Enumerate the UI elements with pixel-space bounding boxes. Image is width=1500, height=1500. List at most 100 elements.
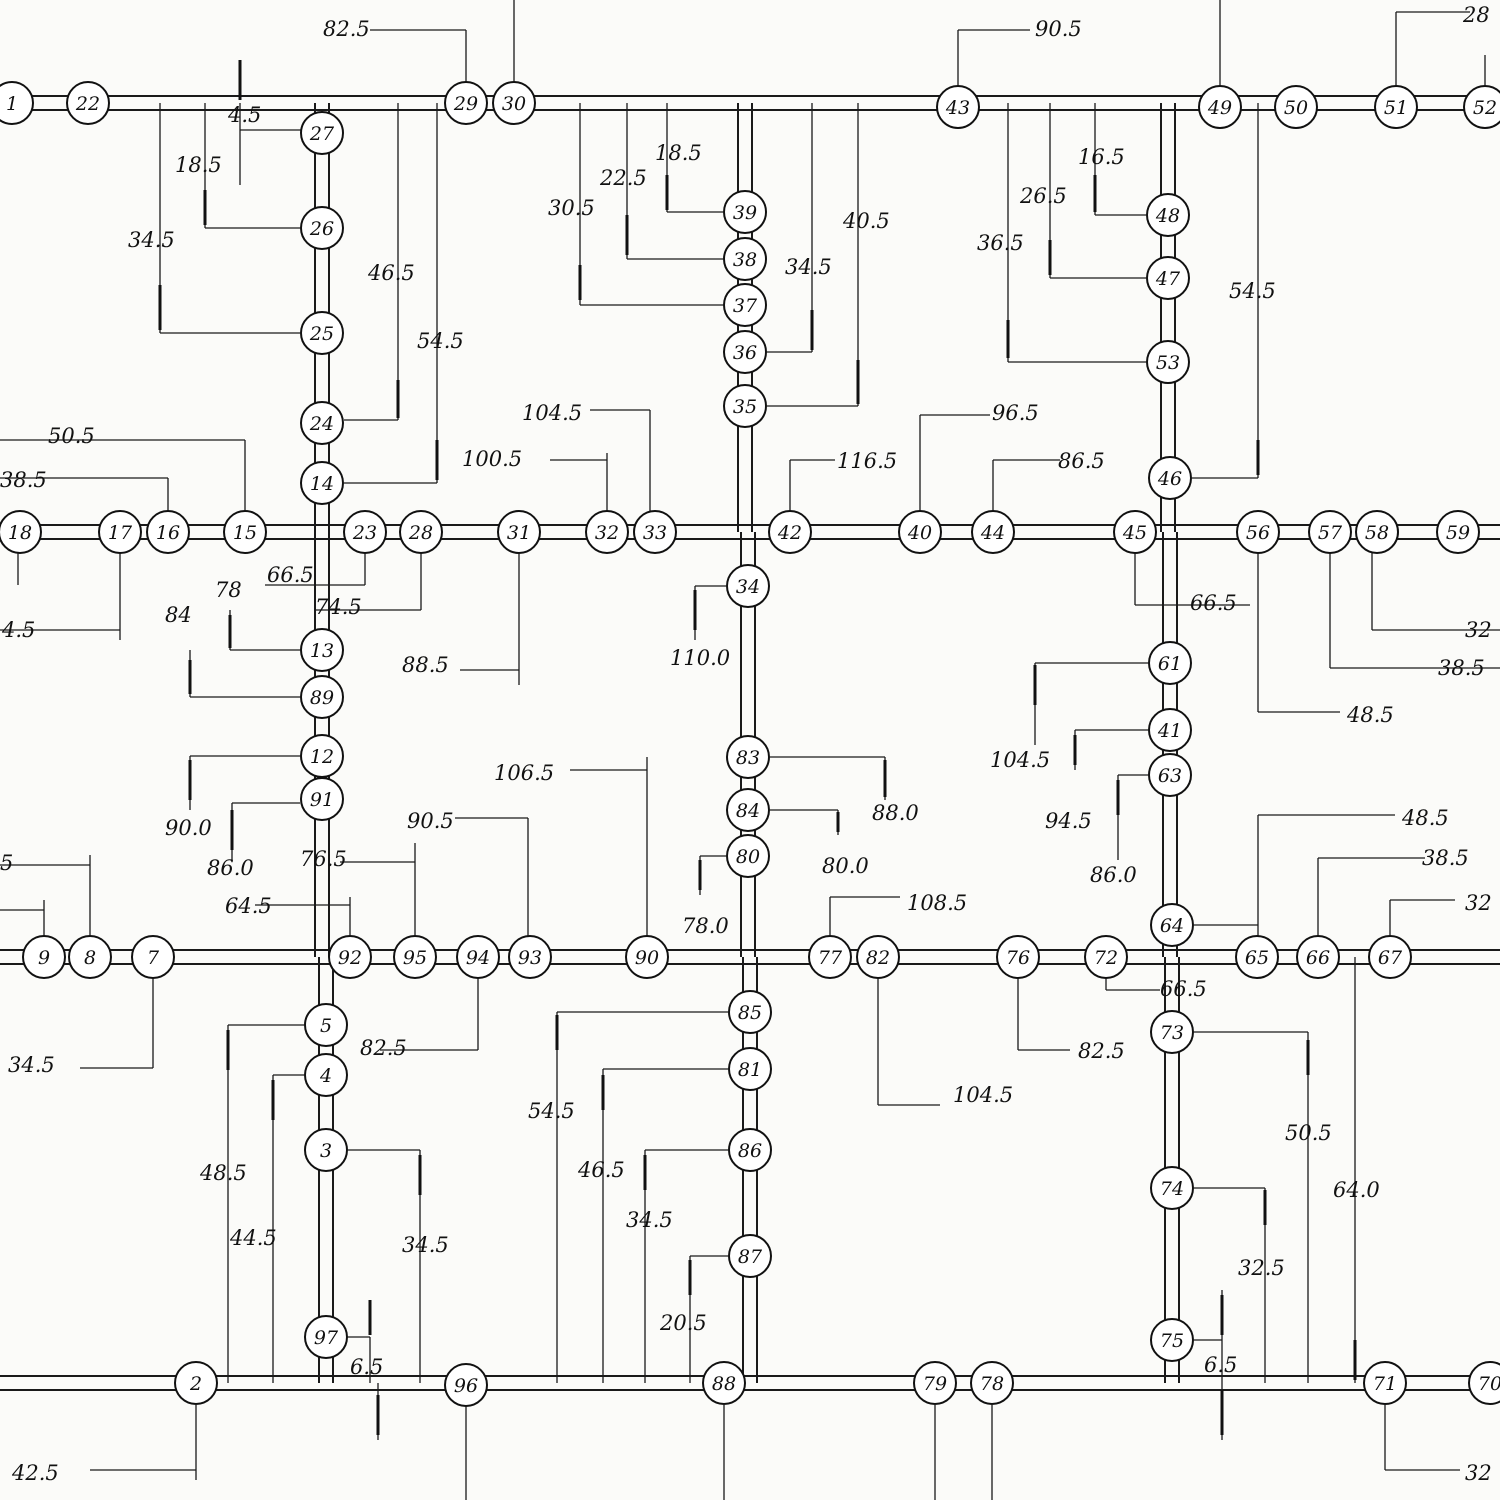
- junction-label: 72: [1094, 947, 1118, 969]
- junction-label: 16: [156, 522, 180, 544]
- junction-node: 26: [300, 206, 344, 250]
- junction-circle: [726, 735, 770, 779]
- dimension-label: 54.5: [417, 329, 464, 353]
- junction-circle: [223, 510, 267, 554]
- junction-node: 71: [1363, 1361, 1407, 1405]
- junction-node: 77: [808, 935, 852, 979]
- junction-circle: [98, 510, 142, 554]
- junction-label: 84: [736, 800, 760, 822]
- junction-label: 75: [1160, 1330, 1184, 1352]
- dimension-label: 42.5: [11, 1461, 59, 1485]
- junction-circle: [585, 510, 629, 554]
- junction-node: 50: [1274, 85, 1318, 129]
- junction-label: 18: [8, 522, 32, 544]
- junction-label: 76: [1006, 947, 1030, 969]
- dimension-label: 46.5: [367, 261, 415, 285]
- junction-node: 30: [492, 81, 536, 125]
- junction-label: 42: [777, 522, 802, 544]
- junction-circle: [1296, 935, 1340, 979]
- junction-node: 22: [66, 81, 110, 125]
- junction-circle: [146, 510, 190, 554]
- junction-label: 92: [338, 947, 362, 969]
- junction-label: 17: [108, 522, 133, 544]
- junction-node: 74: [1150, 1166, 1194, 1210]
- dimension-label: 82.5: [360, 1036, 407, 1060]
- junction-node: 47: [1146, 256, 1190, 300]
- junction-circle: [1150, 903, 1194, 947]
- junction-node: 72: [1084, 935, 1128, 979]
- junction-label: 14: [310, 473, 334, 495]
- dimension-label: 90.5: [1035, 17, 1082, 41]
- junction-circle: [1436, 510, 1480, 554]
- junction-node: 85: [728, 990, 772, 1034]
- junction-node: 42: [768, 510, 812, 554]
- junction-label: 53: [1156, 352, 1180, 374]
- junction-label: 51: [1384, 97, 1408, 119]
- dimension-label: 86.5: [1058, 449, 1105, 473]
- junction-node: 92: [328, 935, 372, 979]
- junction-label: 9: [38, 947, 50, 969]
- junction-circle: [1084, 935, 1128, 979]
- dimension-label: 90.5: [407, 809, 454, 833]
- dimension-label: 74.5: [315, 595, 362, 619]
- dimension-label: 32: [1465, 1461, 1492, 1485]
- junction-circle: [728, 1047, 772, 1091]
- dimension-label: 96.5: [992, 401, 1039, 425]
- junction-node: 94: [456, 935, 500, 979]
- junction-node: 5: [304, 1003, 348, 1047]
- junction-circle: [1150, 1318, 1194, 1362]
- junction-circle: [444, 1363, 488, 1407]
- junction-label: 39: [733, 202, 757, 224]
- junction-label: 34: [736, 576, 760, 598]
- junction-node: 48: [1146, 193, 1190, 237]
- junction-label: 97: [314, 1327, 339, 1349]
- junction-label: 28: [408, 522, 433, 544]
- junction-circle: [1198, 85, 1242, 129]
- dimension-label: 48.5: [199, 1161, 247, 1185]
- junction-circle: [1113, 510, 1157, 554]
- dimension-label: 88.5: [402, 653, 449, 677]
- dimension-label: 36.5: [977, 231, 1024, 255]
- junction-node: 75: [1150, 1318, 1194, 1362]
- junction-node: 49: [1198, 85, 1242, 129]
- junction-circle: [856, 935, 900, 979]
- junction-circle: [304, 1128, 348, 1172]
- junction-circle: [174, 1361, 218, 1405]
- dimension-label: 104.5: [953, 1083, 1013, 1107]
- junction-node: 3: [304, 1128, 348, 1172]
- junction-circle: [300, 401, 344, 445]
- junction-node: 61: [1148, 641, 1192, 685]
- junction-circle: [444, 81, 488, 125]
- junction-label: 25: [309, 323, 334, 345]
- junction-node: 40: [898, 510, 942, 554]
- dimension-label: 20.5: [659, 1311, 707, 1335]
- junction-node: 37: [723, 283, 767, 327]
- dimension-label: 46.5: [577, 1158, 625, 1182]
- junction-label: 50: [1284, 97, 1308, 119]
- junction-circle: [22, 935, 66, 979]
- dimension-label: 32.5: [1238, 1256, 1285, 1280]
- junction-node: 79: [913, 1361, 957, 1405]
- junction-circle: [723, 283, 767, 327]
- junction-label: 32: [595, 522, 619, 544]
- dimension-label: 66.5: [1160, 977, 1207, 1001]
- junction-circle: [728, 1128, 772, 1172]
- junction-label: 5: [320, 1015, 332, 1037]
- junction-node: 89: [300, 675, 344, 719]
- dimension-label: 80.0: [822, 854, 869, 878]
- junction-label: 41: [1157, 720, 1182, 742]
- junction-node: 86: [728, 1128, 772, 1172]
- junction-node: 32: [585, 510, 629, 554]
- junction-node: 58: [1355, 510, 1399, 554]
- junction-node: 27: [300, 111, 344, 155]
- dimension-label: 86.0: [1090, 863, 1137, 887]
- junction-node: 97: [304, 1315, 348, 1359]
- junction-node: 17: [98, 510, 142, 554]
- junction-circle: [970, 1361, 1014, 1405]
- junction-label: 96: [454, 1375, 478, 1397]
- junction-node: 56: [1236, 510, 1280, 554]
- junction-circle: [66, 81, 110, 125]
- junction-label: 78: [980, 1373, 1004, 1395]
- junction-label: 93: [518, 947, 542, 969]
- dimension-label: 18.5: [175, 153, 222, 177]
